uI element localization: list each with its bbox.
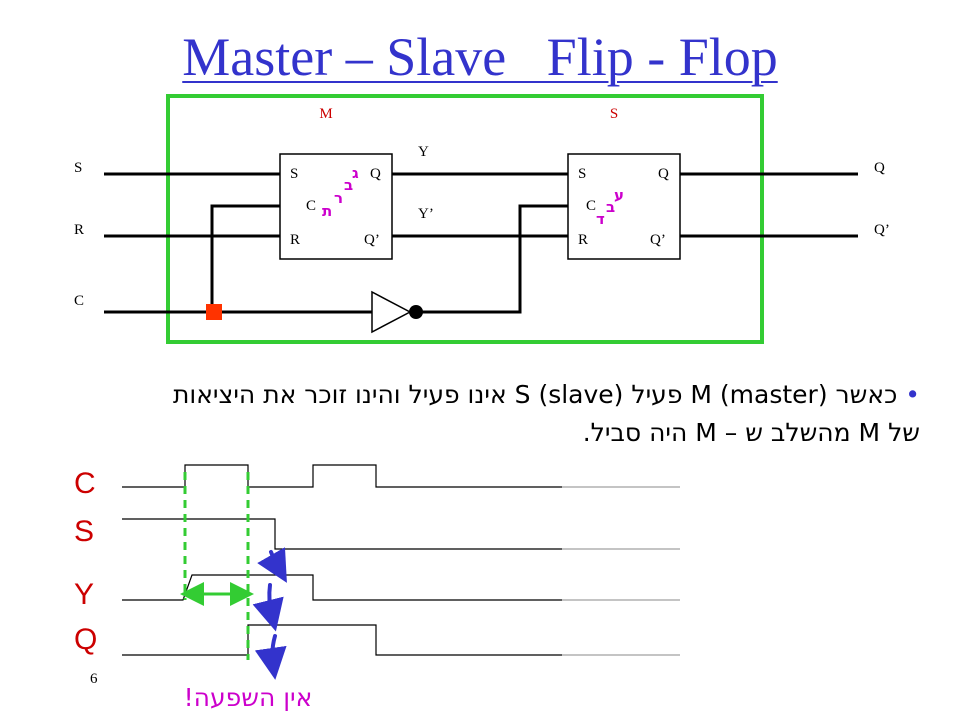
guide-lines	[183, 472, 250, 660]
wave-s	[122, 518, 562, 550]
master-qbar-pin: Q’	[364, 232, 380, 248]
slave-qbar-pin: Q’	[650, 232, 666, 248]
slave-hebrew-2: ב	[606, 198, 615, 216]
bullet-dot: •	[905, 380, 920, 409]
bullet-line-2: של M מהשלב ש – M היה סביל.	[582, 418, 920, 447]
wave-q	[122, 624, 562, 656]
input-r-label: R	[74, 222, 84, 238]
master-flip-flop: S Q C R Q’ ג ב ר ת	[279, 153, 393, 260]
effect-arrows	[252, 547, 287, 680]
master-r-pin: R	[290, 232, 300, 248]
slave-flip-flop: S Q C R Q’ ע ב ד	[567, 153, 681, 260]
timing-label-q: Q	[74, 623, 97, 656]
slave-c-pin: C	[586, 198, 596, 214]
inverter-gate	[371, 290, 423, 334]
slave-label: S	[610, 106, 618, 122]
page-number: 6	[90, 671, 98, 687]
wave-c	[122, 464, 562, 488]
timing-label-y: Y	[74, 578, 94, 611]
wave-y	[122, 574, 562, 601]
timing-label-c: C	[74, 467, 96, 500]
master-s-pin: S	[290, 166, 298, 182]
master-hebrew-2: ב	[344, 176, 353, 194]
slave-s-pin: S	[578, 166, 586, 182]
output-qbar-label: Q’	[874, 222, 890, 238]
signal-y-label: Y	[418, 144, 429, 160]
timing-label-s: S	[74, 515, 94, 548]
waveforms	[122, 464, 562, 656]
timing-diagram: C S Y Q אין השפעה!	[74, 464, 680, 712]
slide-title: Master – Slave Flip - Flop	[182, 27, 778, 87]
slave-r-pin: R	[578, 232, 588, 248]
signal-ybar-label: Y’	[418, 206, 434, 222]
input-s-label: S	[74, 160, 82, 176]
master-label: M	[319, 106, 332, 122]
master-hebrew-4: ת	[322, 202, 332, 220]
master-hebrew-1: ג	[352, 164, 359, 182]
slave-hebrew-3: ד	[596, 210, 605, 228]
slave-q-pin: Q	[658, 166, 669, 182]
wave-extensions	[562, 486, 680, 656]
no-effect-note: אין השפעה!	[184, 683, 313, 712]
input-c-label: C	[74, 293, 84, 309]
slave-hebrew-1: ע	[614, 186, 624, 204]
bullet-line-1: כאשר M (master) פעיל S (slave) אינו פעיל…	[172, 380, 898, 409]
circuit: M S S R C Q Q’ Y Y’ S Q C R	[74, 94, 890, 344]
bullet-text: • כאשר M (master) פעיל S (slave) אינו פע…	[80, 376, 920, 452]
master-hebrew-3: ר	[334, 189, 343, 207]
master-c-pin: C	[306, 198, 316, 214]
circuit-frame	[166, 94, 764, 344]
clock-junction-marker	[206, 304, 222, 320]
output-q-label: Q	[874, 160, 885, 176]
master-q-pin: Q	[370, 166, 381, 182]
wires	[104, 172, 858, 314]
